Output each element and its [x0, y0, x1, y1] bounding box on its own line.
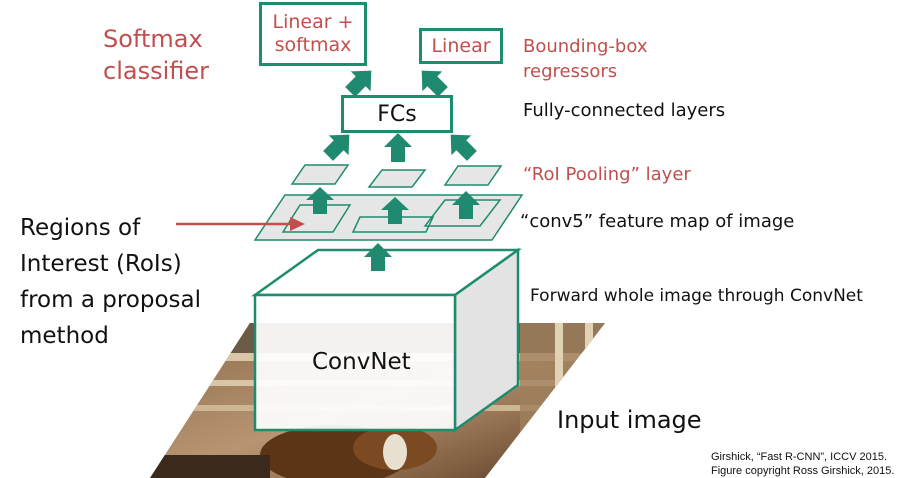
softmax-classifier-label: Softmax classifier [103, 23, 209, 87]
arrow-pool3-to-fc [450, 134, 477, 161]
arrow-roi2-up [381, 197, 409, 224]
convnet-cuboid [251, 247, 522, 433]
rois-line4: method [20, 323, 109, 349]
citation-line2: Figure copyright Ross Girshick, 2015. [711, 465, 895, 477]
arrow-fc-to-linear [421, 70, 448, 97]
arrow-fc-to-softmax [345, 70, 372, 97]
fc-layers-label: Fully-connected layers [523, 100, 726, 121]
rois-label: Regions of Interest (RoIs) from a propos… [20, 210, 201, 354]
linear-box: Linear [419, 28, 503, 64]
roi-pointer-arrow [176, 217, 305, 231]
linear-softmax-line2: softmax [274, 34, 352, 56]
arrow-roi3-up [452, 191, 480, 219]
roi-region-3 [423, 199, 502, 227]
linear-softmax-box: Linear + softmax [259, 2, 367, 66]
input-image-label: Input image [557, 406, 702, 434]
arrow-roi1-up [306, 187, 334, 214]
forward-label: Forward whole image through ConvNet [530, 286, 863, 306]
convnet-label: ConvNet [312, 349, 411, 375]
roi-pooled-features [290, 164, 503, 188]
softmax-classifier-line2: classifier [103, 57, 209, 85]
rois-line2: Interest (RoIs) [20, 251, 182, 277]
flow-arrows [306, 70, 480, 271]
bbox-regressors-label: Bounding-box regressors [523, 34, 647, 84]
fcs-box: FCs [341, 95, 453, 133]
roi-pooling-label: “RoI Pooling” layer [523, 164, 691, 185]
conv5-label: “conv5” feature map of image [520, 211, 795, 232]
arrow-pool2-to-fc [384, 133, 412, 162]
rois-line3: from a proposal [20, 287, 202, 313]
bbox-regressors-line1: Bounding-box [523, 36, 648, 57]
bbox-regressors-line2: regressors [523, 61, 618, 82]
arrow-convnet-to-conv5 [364, 243, 392, 271]
roi-region-2 [351, 216, 435, 233]
rois-line1: Regions of [20, 215, 141, 241]
linear-softmax-line1: Linear + [272, 11, 354, 33]
arrow-pool1-to-fc [323, 134, 350, 161]
softmax-classifier-line1: Softmax [103, 25, 203, 53]
citation-line1: Girshick, “Fast R-CNN”, ICCV 2015. [711, 451, 888, 463]
